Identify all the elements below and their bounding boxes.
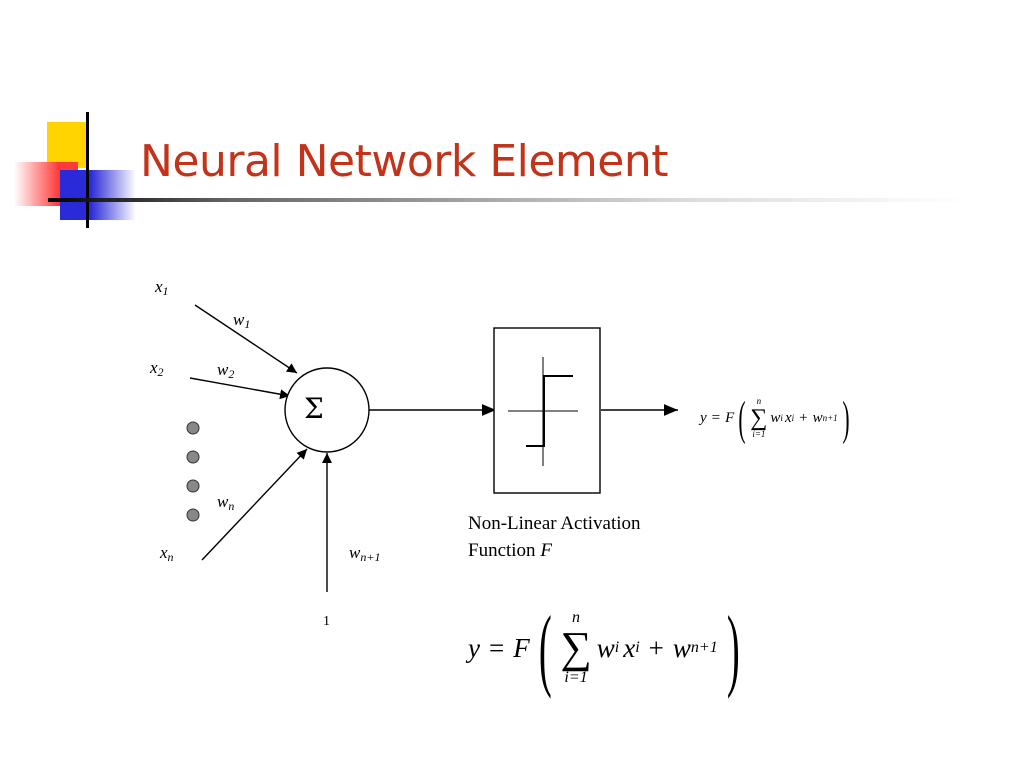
label-wn: wn	[217, 493, 234, 512]
formula-sum-block: n ∑ i=1	[750, 397, 767, 439]
formula-large-F: F	[513, 632, 530, 663]
label-wn1: wn+1	[349, 544, 380, 563]
activation-caption-line2: Function F	[468, 537, 641, 564]
formula-w: w	[770, 409, 781, 426]
deco-horizontal-line	[48, 198, 968, 202]
formula-y: y	[700, 409, 707, 426]
formula-large-plus: +	[648, 632, 664, 663]
label-wn1-sub: n+1	[360, 550, 381, 564]
label-x2: x2	[150, 359, 164, 378]
label-x1-sub: 1	[162, 284, 169, 298]
summation-symbol: Σ	[304, 392, 324, 425]
formula-sum: ∑	[750, 405, 768, 431]
ellipsis-dot	[186, 450, 200, 464]
label-x2-base: x	[150, 358, 158, 377]
ellipsis-dot	[186, 508, 200, 522]
formula-large-bias: w	[672, 632, 691, 663]
deco-blue-square	[60, 170, 136, 220]
formula-large-paren-left: (	[538, 597, 552, 699]
label-xn-base: x	[160, 543, 168, 562]
label-w2-sub: 2	[228, 367, 235, 381]
formula-large-paren-right: )	[726, 597, 740, 699]
label-x1: x1	[155, 278, 169, 297]
label-wn-base: w	[217, 492, 229, 511]
bias-input-label: 1	[323, 614, 330, 629]
label-w1-base: w	[233, 310, 245, 329]
label-x2-sub: 2	[157, 365, 164, 379]
formula-large-sum-block: n ∑ i=1	[560, 610, 591, 686]
formula-large-x-sub: i	[635, 639, 640, 656]
formula-large-sum-lower: i=1	[564, 669, 588, 686]
label-wn-sub: n	[228, 499, 235, 513]
formula-large-w: w	[596, 632, 615, 663]
formula-large-w-sub: i	[614, 639, 620, 656]
formula-x: x	[784, 409, 792, 426]
slide-title: Neural Network Element	[140, 136, 669, 187]
input-edge-x2	[189, 377, 291, 400]
formula-bias-sub: n+1	[822, 413, 838, 423]
formula-paren-left: (	[738, 391, 746, 445]
formula-large-y: y	[468, 632, 480, 663]
formula-x-sub: i	[791, 413, 795, 423]
formula-sum-lower: i=1	[752, 429, 766, 439]
ellipsis-dot	[186, 421, 200, 435]
step-function-curve	[526, 375, 573, 447]
formula-large-x: x	[623, 632, 636, 663]
input-edge-x1	[194, 304, 298, 374]
label-w2-base: w	[217, 360, 229, 379]
deco-vertical-line	[86, 112, 89, 228]
formula-paren-right: )	[842, 391, 850, 445]
formula-large-eq: =	[488, 632, 505, 663]
ellipsis-dot	[186, 479, 200, 493]
input-edge-xn	[201, 448, 308, 561]
formula-plus: +	[799, 409, 808, 426]
label-x1-base: x	[155, 277, 163, 296]
formula-eq: =	[711, 409, 721, 426]
label-w1-sub: 1	[244, 317, 251, 331]
formula-w-sub: i	[780, 413, 783, 423]
formula-sum-upper: n	[756, 396, 762, 406]
formula-large-sum: ∑	[560, 623, 592, 672]
formula-large-bias-sub: n+1	[690, 639, 718, 656]
label-xn: xn	[160, 544, 174, 563]
activation-caption: Non-Linear Activation Function F	[468, 510, 641, 564]
activation-caption-text: Function	[468, 540, 541, 561]
activation-caption-var: F	[540, 540, 552, 561]
label-wn1-base: w	[349, 543, 361, 562]
label-xn-sub: n	[167, 550, 174, 564]
label-w1: w1	[233, 311, 250, 330]
formula-bias: w	[812, 409, 823, 426]
deco-yellow-square	[47, 122, 87, 168]
formula-F: F	[725, 409, 735, 426]
label-w2: w2	[217, 361, 234, 380]
activation-caption-line1: Non-Linear Activation	[468, 513, 641, 534]
summation-node	[284, 367, 370, 453]
formula-large-sum-upper: n	[572, 609, 581, 626]
